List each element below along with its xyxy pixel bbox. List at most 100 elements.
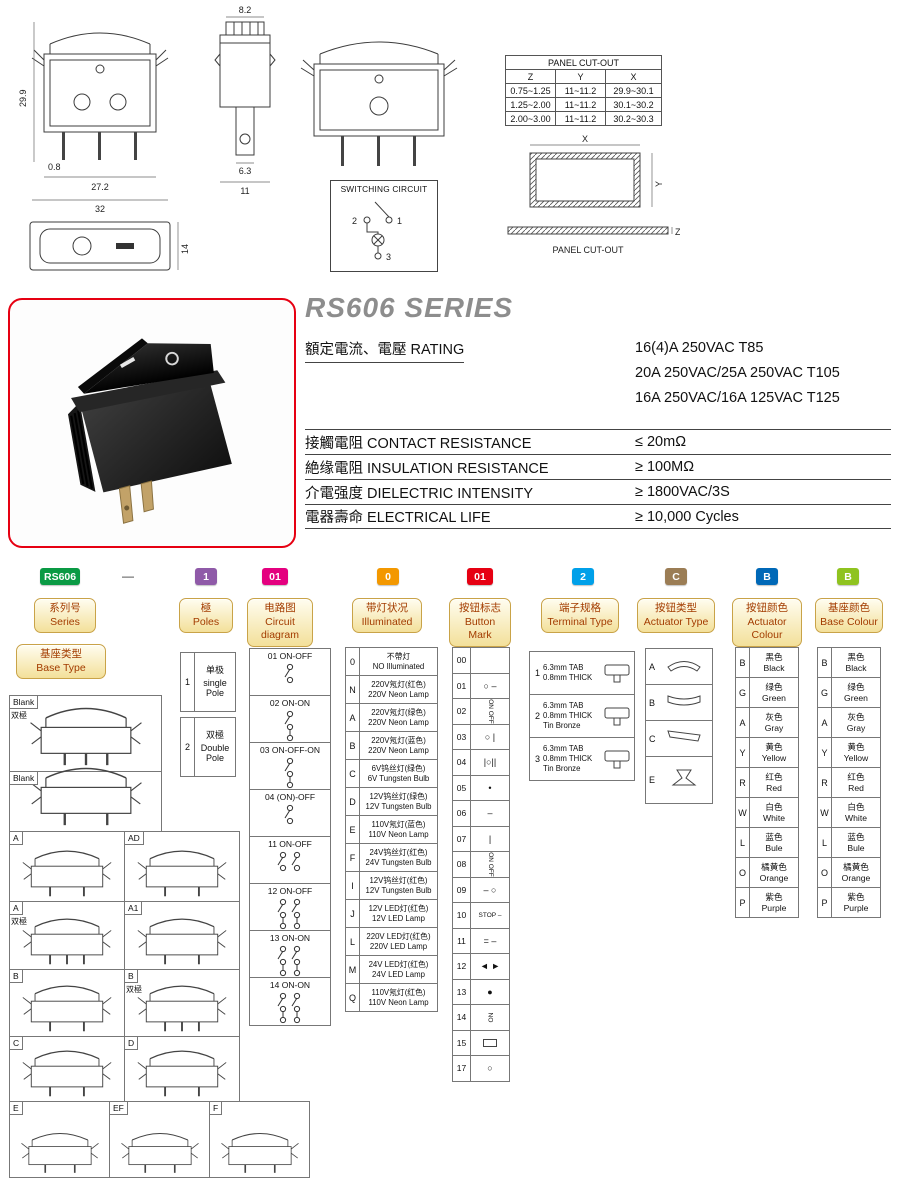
button-mark-glyph: ◄ ► (479, 961, 501, 972)
button-mark-glyph: ○ | (484, 731, 496, 742)
base-type-cell: E (9, 1101, 110, 1178)
circuit-item-header: 14 ON-ON (250, 980, 330, 990)
base-colour-en: Black (845, 662, 867, 673)
ordering-code-section: RS606 — 1 01 0 01 2 C B B 系列号 Series 極 P… (0, 560, 900, 1184)
illuminated-code: N (346, 676, 360, 703)
actuator-colour-zh: 灰色 (765, 712, 783, 723)
circuit-name: ON-OFF (279, 886, 313, 896)
face-view-drawing: 14 (29, 221, 190, 271)
panel-table-header-cell: X (605, 69, 662, 84)
base-colour-zh: 白色 (847, 802, 865, 813)
base-colour-code: L (818, 828, 832, 857)
terminal-code: 3 (534, 754, 540, 764)
illuminated-en: 12V LED Lamp (372, 913, 425, 923)
button-mark-symbol: ● (471, 980, 509, 1005)
panel-table-title: PANEL CUT-OUT (505, 55, 662, 70)
base-colour-en: Red (848, 782, 864, 793)
illuminated-en: 24V LED Lamp (372, 969, 425, 979)
button-mark-symbol: STOP – (471, 903, 509, 928)
button-mark-item: 15 (452, 1029, 510, 1056)
dimension-label: 29.9 (18, 89, 28, 107)
illuminated-code: J (346, 900, 360, 927)
terminal-label: 2 (352, 216, 357, 226)
actuator-column-label: 按钮类型 Actuator Type (637, 598, 715, 634)
illuminated-en: 12V Tungsten Bulb (365, 801, 432, 811)
base-type-cell: D (124, 1036, 240, 1102)
actuator-colour-en: Gray (764, 722, 784, 733)
illuminated-code: C (346, 760, 360, 787)
illuminated-column-label: 带灯状况 Illuminated (352, 598, 422, 634)
button-mark-item: 12◄ ► (452, 953, 510, 980)
button-mark-glyph: – (487, 808, 493, 819)
button-mark-symbol: = – (471, 929, 509, 954)
base-colour-column-label: 基座颜色 Base Colour (815, 598, 883, 634)
circuit-glyph-icon (250, 708, 330, 748)
panel-table-header-cell: Y (555, 69, 606, 84)
actuator-colour-zh: 橘黄色 (761, 862, 787, 873)
illuminated-en: 220V Neon Lamp (368, 717, 429, 727)
actuator-colour-zh: 白色 (765, 802, 783, 813)
button-mark-glyph: ○ – (483, 680, 497, 691)
actuator-colour-en: Green (762, 692, 786, 703)
terminal-text-line: 0.8mm THICK (543, 754, 593, 764)
base-colour-en: Purple (843, 902, 869, 913)
circuit-item: 04 (ON)-OFF (250, 790, 330, 837)
rocker-switch-drawing (20, 973, 114, 1033)
base-colour-label-zh: 基座颜色 (828, 602, 870, 614)
actuator-shape-icon (663, 767, 705, 794)
base-colour-code: R (818, 768, 832, 797)
actuator-code: E (649, 775, 656, 785)
button-mark-glyph: ● (487, 986, 493, 997)
actuator-colour-label-zh: 按钮颜色 (746, 602, 788, 614)
button-mark-code: 06 (453, 801, 471, 826)
terminal-tab-icon (602, 749, 632, 769)
actuator-shape-icon (663, 653, 705, 680)
base-type-sub: 双極 (11, 711, 27, 720)
actuator-colour-code: O (736, 858, 750, 887)
actuator-colour-code: W (736, 798, 750, 827)
terminal-text-line: 0.8mm THICK (543, 711, 593, 721)
actuator-item: B (646, 685, 712, 721)
actuator-colour-zh: 紫色 (765, 892, 783, 903)
terminal-label-zh: 端子规格 (559, 602, 601, 614)
illuminated-en: NO Illuminated (372, 661, 425, 671)
circuit-label-en: Circuit diagram (261, 615, 299, 642)
actuator-code: A (649, 661, 656, 672)
illuminated-zh: 110V氖灯(蓝色) (371, 819, 426, 829)
illuminated-code: Q (346, 984, 360, 1011)
series-title: RS606 SERIES (305, 292, 514, 323)
actuator-colour-zh: 黑色 (765, 652, 783, 663)
circuit-code: 14 (269, 980, 282, 990)
actuator-label-en: Actuator Type (643, 615, 709, 628)
button-mark-code: 04 (453, 750, 471, 775)
poles-label-en: Poles (192, 615, 220, 628)
spec-label: 介電强度 DIELECTRIC INTENSITY (305, 485, 533, 502)
code-separator-dash: — (122, 569, 134, 583)
spec-value: ≥ 10,000 Cycles (635, 508, 739, 525)
base-colour-zh: 灰色 (847, 712, 865, 723)
actuator-colour-label-en: Actuator Colour (747, 615, 787, 642)
